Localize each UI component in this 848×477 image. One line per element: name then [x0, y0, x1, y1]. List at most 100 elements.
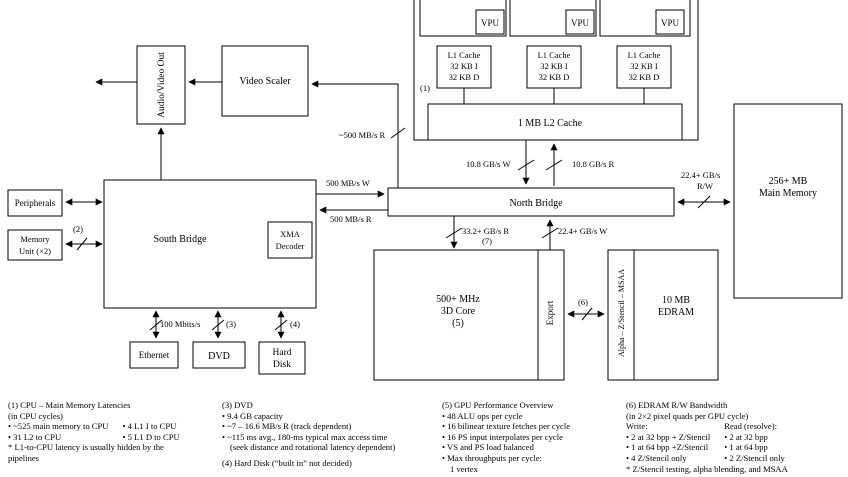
main-memory-line-1: 256+ MB	[769, 176, 808, 187]
edram-notes: (6) EDRAM R/W Bandwidth (in 2×2 pixel qu…	[626, 400, 788, 474]
gpu-note-item: • VS and PS load balanced	[442, 442, 534, 453]
vpu-label-1: VPU	[481, 18, 500, 28]
edram-notes-title: (6) EDRAM R/W Bandwidth	[626, 400, 728, 410]
gpu-notes-title: (5) GPU Performance Overview	[442, 400, 554, 410]
cpu-notes-title: (1) CPU – Main Memory Latencies	[8, 400, 131, 410]
vpu-label-2: VPU	[571, 18, 590, 28]
south-bridge-block	[103, 179, 317, 309]
gpu-note-item: • 16 PS input interpolates per cycle	[442, 431, 563, 442]
sb-nb-write-label: 500 MB/s W	[326, 178, 370, 188]
ethernet-label: Ethernet	[139, 350, 170, 360]
xma-decoder-line-1: XMA	[280, 229, 301, 239]
edram-read-item: • 2 Z/Stencil only	[724, 452, 785, 463]
l1-1-line-3: 32 KB D	[449, 72, 480, 82]
dvd-note-item: • 9.4 GB capacity	[222, 410, 283, 421]
main-memory-line-2: Main Memory	[759, 188, 817, 199]
memory-unit-block	[7, 229, 63, 261]
l2-cache-label: 1 MB L2 Cache	[518, 118, 583, 129]
edram-marker: (6)	[578, 297, 588, 307]
l2-read-label: 10.8 GB/s R	[572, 159, 615, 169]
cpu-latency-notes: (1) CPU – Main Memory Latencies (in CPU …	[8, 400, 180, 464]
edram-line-1: 10 MB	[662, 295, 690, 306]
memory-unit-marker: (2)	[73, 224, 83, 234]
vpu-1	[475, 9, 505, 35]
peripherals-label: Peripherals	[15, 198, 56, 208]
cpu-notes-columns: • ~525 main memory to CPU • 31 L2 to CPU…	[8, 421, 180, 442]
gpu-note-item: 1 vertex	[450, 463, 478, 474]
north-bridge-block	[387, 187, 675, 217]
edram-write-column: Write: • 2 at 32 bpp + Z/Stencil • 1 at …	[626, 421, 710, 463]
memory-unit-line-1: Memory	[20, 234, 50, 244]
cpu-footnote-1: * L1-to-CPU latency is usually hidden by…	[8, 442, 164, 453]
cpu-note-item: • ~525 main memory to CPU	[8, 421, 109, 432]
hard-disk-line-1: Hard	[273, 348, 292, 358]
video-scaler-block	[221, 45, 309, 117]
north-bridge-label: North Bridge	[509, 198, 563, 209]
peripherals-block	[7, 189, 63, 217]
cpu-note-item: • 5 L1 D to CPU	[122, 431, 180, 442]
l1-2-line-2: 32 KB I	[540, 61, 568, 71]
cpu-block: VPU VPU VPU L1 Cache 32 KB I 32 KB D L1 …	[413, 0, 699, 141]
gpu-line-3: (5)	[452, 318, 464, 329]
cpu-note-item: • 31 L2 to CPU	[8, 431, 62, 442]
hdd-marker: (4)	[290, 319, 300, 329]
l1-3-line-2: 32 KB I	[630, 61, 658, 71]
hdd-notes-title: (4) Hard Disk (“built in” not decided)	[222, 457, 352, 468]
alpha-stencil-block	[607, 249, 635, 381]
dvd-marker: (3)	[226, 319, 236, 329]
edram-write-item: • 1 at 64 bpp +Z/Stencil	[626, 442, 709, 453]
dvd-label: DVD	[208, 351, 230, 362]
xma-decoder-line-2: Decoder	[276, 241, 305, 251]
edram-notes-subtitle: (in 2×2 pixel quads per GPU cycle)	[626, 410, 749, 421]
gpu-line-1: 500+ MHz	[436, 294, 480, 305]
cpu-notes-subtitle: (in CPU cycles)	[8, 410, 63, 421]
gpu-note-item: • 48 ALU ops per cycle	[442, 410, 523, 421]
mem-rate-line-2: R/W	[697, 181, 713, 191]
cpu-note-item: • 4 L1 I to CPU	[122, 421, 177, 432]
ethernet-block	[129, 341, 179, 369]
cpu-marker: (1)	[420, 83, 430, 93]
sb-nb-read-label: 500 MB/s R	[330, 214, 372, 224]
gpu-read-label: 33.2+ GB/s R	[462, 226, 509, 236]
dvd-note-item: • ~7 – 16.6 MB/s R (track dependent)	[222, 421, 352, 432]
main-memory-block	[733, 103, 843, 299]
gpu-note-item: • Max throughputs per cycle:	[442, 452, 542, 463]
gpu-line-2: 3D Core	[441, 306, 476, 317]
export-label: Export	[545, 300, 555, 325]
hard-disk-block	[258, 341, 306, 375]
l1-1-line-2: 32 KB I	[450, 61, 478, 71]
memory-unit-line-2: Unit (×2)	[19, 246, 51, 256]
edram-read-item: • 1 at 64 bpp	[724, 442, 768, 453]
edram-line-2: EDRAM	[658, 307, 694, 318]
south-bridge-label: South Bridge	[153, 234, 207, 245]
dvd-note-item: (seek distance and rotational latency de…	[230, 442, 396, 453]
mem-rate-line-1: 22.4+ GB/s	[681, 170, 720, 180]
xma-decoder-block	[267, 221, 313, 259]
l1-2-line-1: L1 Cache	[538, 50, 571, 60]
cpu-notes-col1: • ~525 main memory to CPU • 31 L2 to CPU	[8, 421, 109, 442]
export-block	[537, 249, 565, 381]
scaler-link-label: ~500 MB/s R	[339, 130, 385, 140]
l1-2-line-3: 32 KB D	[539, 72, 570, 82]
l2-cache	[427, 103, 683, 141]
vpu-label-3: VPU	[661, 18, 680, 28]
cpu-footnote-2: pipelines	[8, 452, 40, 463]
edram-read-item: • 2 at 32 bpp	[724, 431, 768, 442]
l2-write-label: 10.8 GB/s W	[466, 159, 510, 169]
l1-3-line-3: 32 KB D	[629, 72, 660, 82]
ethernet-rate-label: 100 Mbits/s	[160, 319, 200, 329]
vpu-3	[655, 9, 685, 35]
edram-read-label: Read (resolve):	[724, 421, 777, 432]
edram-notes-columns: Write: • 2 at 32 bpp + Z/Stencil • 1 at …	[626, 421, 788, 463]
video-scaler-label: Video Scaler	[239, 76, 291, 87]
dvd-note-item: • ~115 ms avg., 180-ms typical max acces…	[222, 431, 388, 442]
l1-3-line-1: L1 Cache	[628, 50, 661, 60]
cpu-notes-col2: • 4 L1 I to CPU • 5 L1 D to CPU	[123, 421, 180, 442]
hard-disk-line-2: Disk	[273, 360, 291, 370]
gpu-note-item: • 16 bilinear texture fetches per cycle	[442, 421, 571, 432]
dvd-block	[192, 341, 246, 369]
alpha-stencil-label: Alpha – Z/Stencil – MSAA	[617, 269, 626, 357]
edram-write-label: Write:	[626, 421, 648, 432]
l1-1-line-1: L1 Cache	[448, 50, 481, 60]
